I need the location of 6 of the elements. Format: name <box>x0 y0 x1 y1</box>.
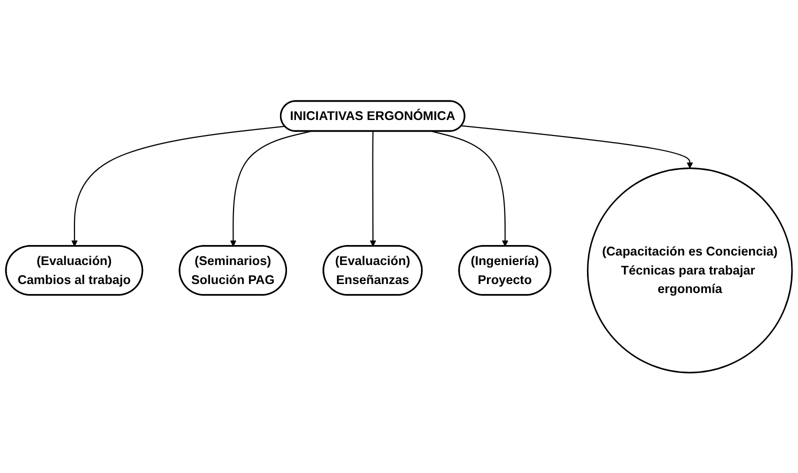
node-circle: (Capacitación es Conciencia) Técnicas para trabajar ergonomía <box>586 167 793 374</box>
arrow <box>370 131 376 246</box>
arrow <box>432 130 508 246</box>
arrow <box>230 130 311 246</box>
arrow <box>462 124 694 168</box>
arrow <box>71 125 285 246</box>
